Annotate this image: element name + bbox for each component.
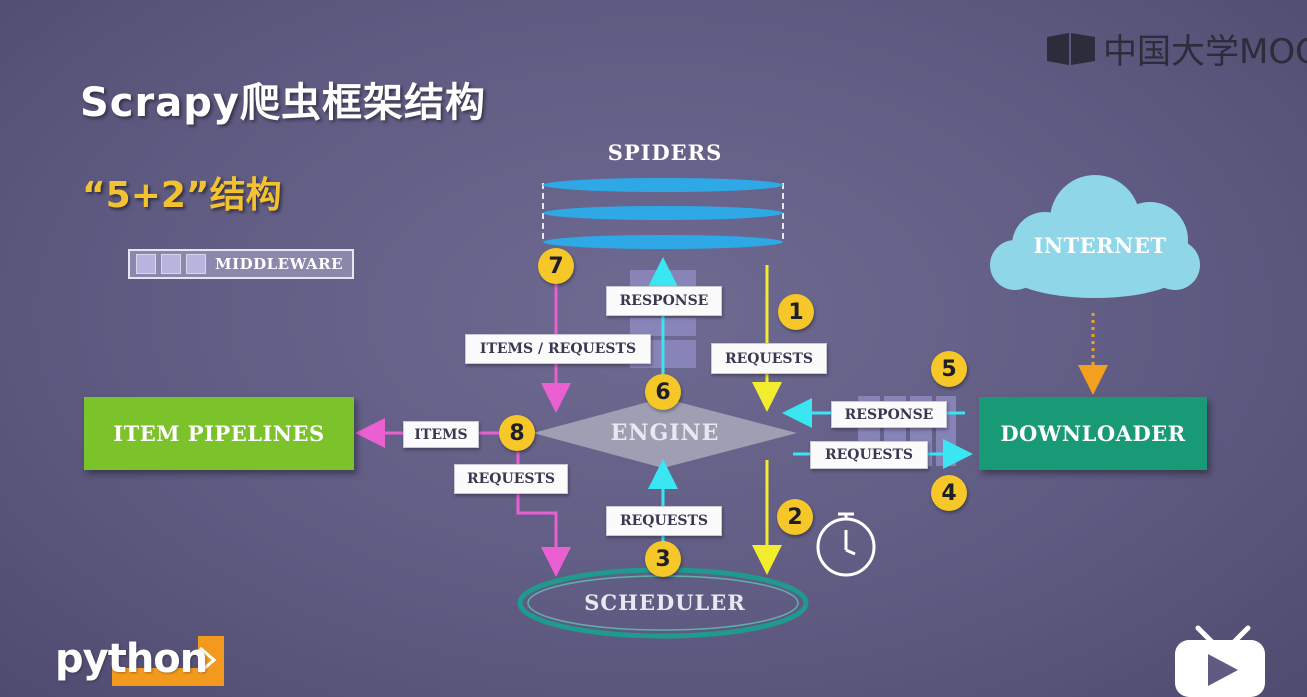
spiders-label: SPIDERS [607,140,723,165]
python-logo-text: python [55,636,208,682]
tag-requests-1: REQUESTS [711,343,827,374]
step-badge-1: 1 [778,294,814,330]
middleware-legend-square [186,254,206,274]
tag-requests-3: REQUESTS [606,506,722,536]
step-badge-3: 3 [645,541,681,577]
engine-label: ENGINE [610,420,720,446]
page-title: Scrapy爬虫框架结构 [80,80,486,126]
tag-items: ITEMS [403,421,479,448]
spiders-stack [542,178,784,249]
brand-logo: 中国大学MOOC [1045,24,1307,73]
python-logo-mark [112,636,224,686]
step-badge-6: 6 [645,374,681,410]
brand-text: 中国大学MOOC [1103,32,1307,72]
mooc-book-icon [1047,32,1095,65]
tag-response-top: RESPONSE [606,286,722,316]
step-badge-7: 7 [538,248,574,284]
stopwatch-icon [816,512,876,577]
step-badge-2: 2 [777,499,813,535]
step-badge-5: 5 [931,351,967,387]
item-pipelines-box: ITEM PIPELINES [84,397,354,470]
middleware-legend: MIDDLEWARE [128,249,354,279]
internet-cloud [990,175,1200,298]
tag-requests-4: REQUESTS [810,441,928,469]
engine-diamond [533,398,797,468]
tag-items-requests: ITEMS / REQUESTS [465,334,651,364]
step-badge-8: 8 [499,415,535,451]
play-icon [1175,625,1265,697]
internet-label: INTERNET [1033,233,1167,258]
middleware-legend-square [136,254,156,274]
tag-response-right: RESPONSE [831,401,947,428]
middleware-legend-square [161,254,181,274]
tag-requests-8: REQUESTS [454,464,568,494]
downloader-box: DOWNLOADER [979,397,1207,470]
page-subtitle: “5+2”结构 [82,175,282,216]
scheduler-label: SCHEDULER [584,590,746,615]
middleware-legend-label: MIDDLEWARE [215,255,344,273]
step-badge-4: 4 [931,475,967,511]
